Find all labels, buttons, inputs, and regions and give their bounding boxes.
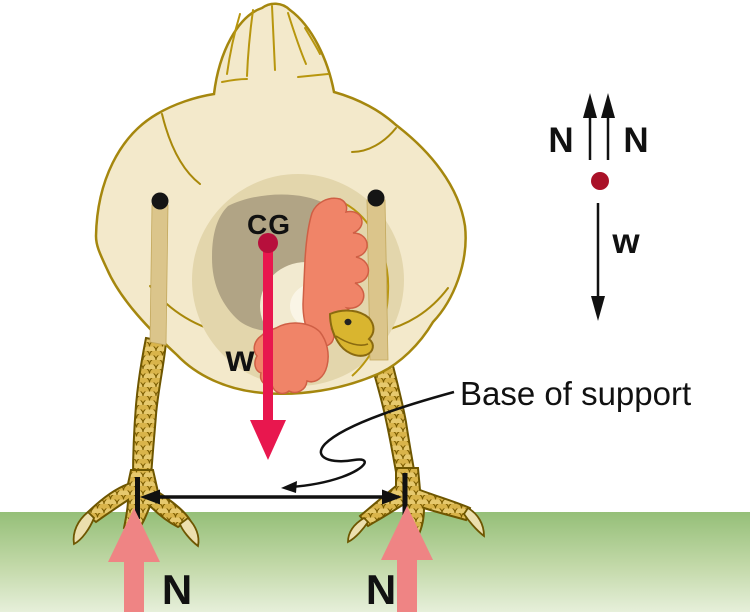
right-foot-claw-inner — [462, 506, 485, 538]
head-tuft-strands — [221, 5, 329, 83]
neck-outline — [343, 202, 390, 377]
weight-arrow-head — [250, 420, 286, 460]
normal-right-label: N — [366, 566, 396, 612]
cg-dot — [258, 233, 278, 253]
beak-nostril — [344, 318, 352, 326]
leader-arrowhead — [281, 481, 297, 493]
left-foot-claw-outer — [72, 510, 96, 546]
fbd-normal-right-label: N — [623, 121, 648, 160]
fbd-weight-label: w — [611, 222, 640, 261]
weight-label: w — [225, 338, 255, 379]
base-of-support-annotation — [135, 390, 455, 519]
left-hip-strip — [149, 204, 169, 346]
beak-separation-line — [335, 335, 369, 346]
free-body-diagram — [583, 93, 615, 321]
fbd-point-mass-dot — [591, 172, 609, 190]
fbd-normal-left-head — [583, 93, 597, 118]
weight-vector — [250, 233, 286, 460]
normal-arrow-left — [108, 508, 160, 612]
base-span-arrowhead-right — [382, 489, 402, 505]
left-foot-claw-inner — [178, 516, 200, 548]
right-foot-claw-outer — [347, 516, 370, 544]
base-span-arrowhead-left — [140, 489, 160, 505]
fbd-weight-head — [591, 296, 605, 321]
ground-normal-forces — [108, 506, 433, 612]
leader-curve — [289, 390, 455, 489]
normal-arrow-right — [381, 506, 433, 612]
left-hip-dot — [151, 192, 169, 210]
chicken-body — [94, 2, 467, 395]
fbd-normal-right-head — [601, 93, 615, 118]
base-of-support-label: Base of support — [460, 375, 691, 412]
fbd-normal-left-label: N — [548, 121, 573, 160]
right-hip-dot — [367, 189, 385, 207]
cg-label: CG — [247, 209, 291, 240]
normal-left-label: N — [162, 566, 192, 612]
